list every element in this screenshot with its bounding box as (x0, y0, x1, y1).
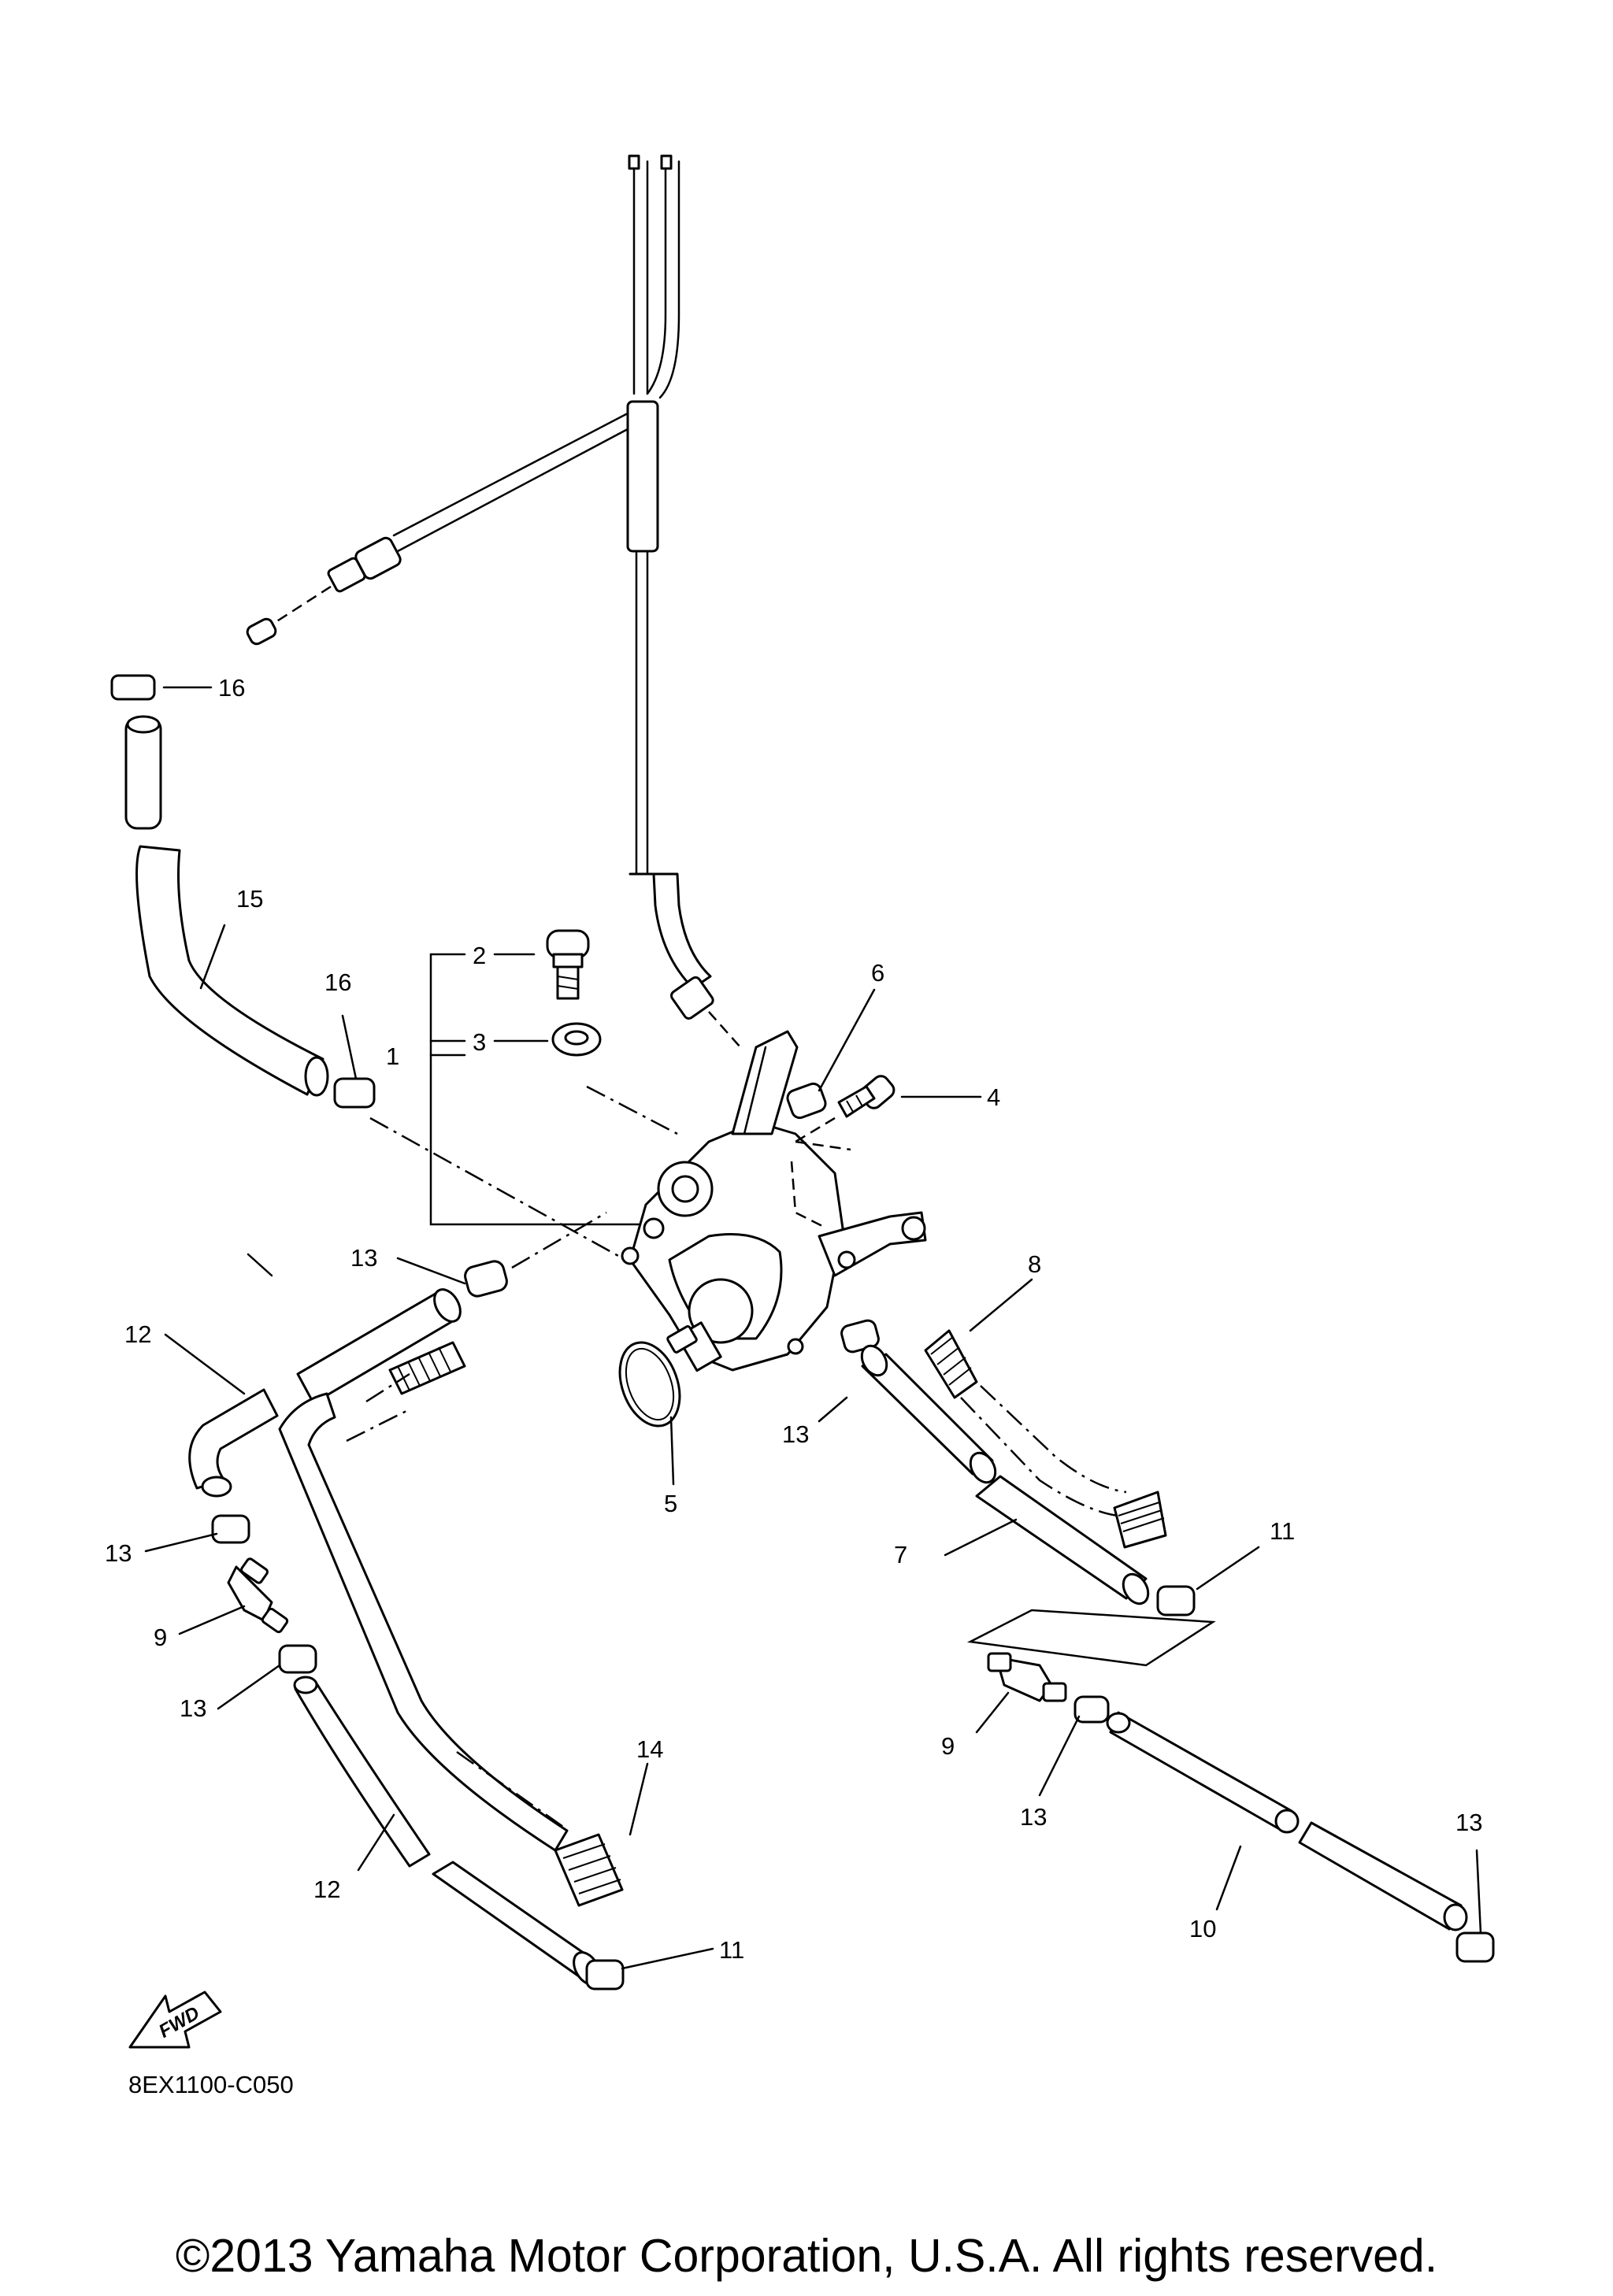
hose-15 (110, 674, 619, 1257)
callout-13-pump-right: 13 (782, 1420, 809, 1448)
callout-13-left-2: 13 (180, 1694, 206, 1722)
callout-3: 3 (473, 1028, 486, 1056)
callout-4: 4 (987, 1083, 1000, 1111)
bolt-2 (546, 929, 590, 1000)
callout-1: 1 (386, 1042, 399, 1070)
callout-11-left: 11 (719, 1936, 744, 1964)
callout-7: 7 (894, 1541, 907, 1568)
callout-10: 10 (1189, 1915, 1216, 1942)
callout-13-right-2: 13 (1455, 1809, 1482, 1836)
callout-15: 15 (236, 885, 263, 913)
copyright-notice: ©2013 Yamaha Motor Corporation, U.S.A. A… (176, 2230, 1437, 2282)
oil-pump (621, 1030, 927, 1372)
fwd-arrow-icon: FWD (128, 1990, 222, 2049)
left-hoses (188, 1211, 625, 1990)
callout-9-left: 9 (154, 1624, 167, 1651)
callout-2: 2 (473, 942, 486, 969)
callout-16-top: 16 (218, 674, 245, 702)
clamp-16-lower (333, 1077, 376, 1109)
callout-13-left-1: 13 (105, 1539, 132, 1567)
callout-9-right: 9 (941, 1732, 955, 1760)
clamp-16-top (110, 674, 156, 701)
callout-16-lower: 16 (324, 968, 351, 996)
callout-6: 6 (871, 959, 884, 987)
right-hoses (840, 1319, 1495, 1963)
washer-3 (551, 1022, 602, 1057)
cable-assembly (246, 154, 741, 1048)
callout-11-right: 11 (1270, 1517, 1295, 1545)
callout-14: 14 (636, 1735, 663, 1763)
callout-12-top: 12 (124, 1320, 151, 1348)
bolt-4 (837, 1075, 895, 1118)
callout-8: 8 (1028, 1250, 1041, 1278)
callout-5: 5 (664, 1490, 677, 1517)
diagram-code: 8EX1100-C050 (128, 2071, 294, 2098)
callout-12-lower: 12 (313, 1876, 340, 1903)
o-ring-5 (618, 1341, 681, 1428)
callout-13-right-1: 13 (1020, 1803, 1047, 1831)
callout-13-pump: 13 (350, 1244, 377, 1272)
